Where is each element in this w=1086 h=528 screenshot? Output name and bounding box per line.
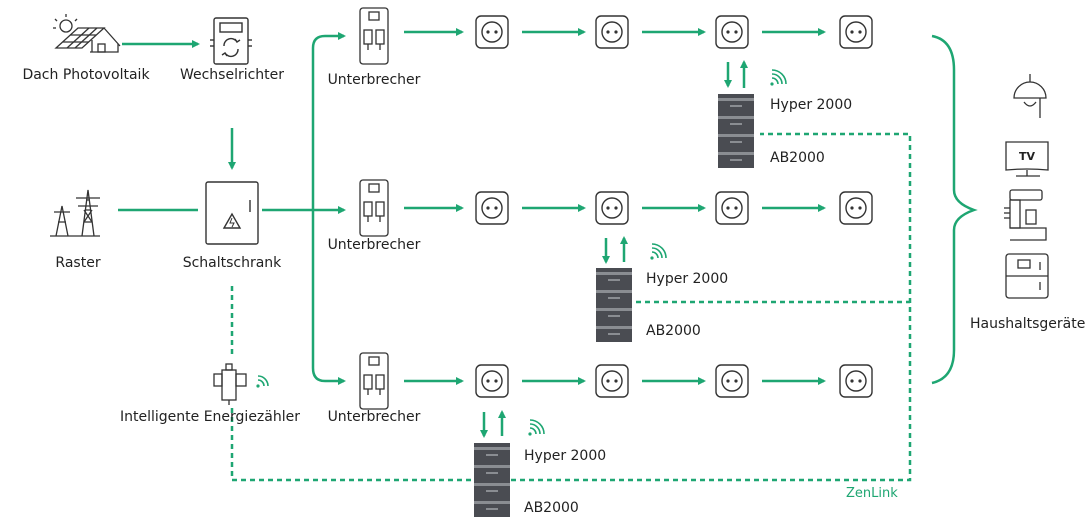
breaker-icon [359, 7, 389, 65]
inverter-icon [210, 17, 252, 65]
meter-label: Intelligente Energiezähler [120, 409, 300, 425]
battery-icon [474, 443, 510, 517]
socket-icon [839, 15, 873, 49]
power-tower-icon [50, 189, 100, 237]
socket-icon [595, 15, 629, 49]
tv-label: TV [1019, 150, 1036, 163]
battery-label: AB2000 [770, 150, 825, 166]
repeated-icons [256, 7, 873, 517]
socket-icon [715, 364, 749, 398]
coffee-machine-icon [1004, 189, 1047, 241]
hyper-label: Hyper 2000 [524, 448, 607, 464]
wifi-icon [256, 375, 269, 388]
socket-icon [475, 191, 509, 225]
breaker-icon [359, 352, 389, 410]
battery-label: AB2000 [646, 323, 701, 339]
hyper-label: Hyper 2000 [646, 271, 729, 287]
cabinet-label: Schaltschrank [182, 255, 282, 271]
battery-icon [596, 268, 632, 342]
socket-icon [595, 191, 629, 225]
zenlink-network [230, 132, 912, 482]
breaker-label: Unterbrecher [327, 237, 421, 253]
socket-icon [475, 364, 509, 398]
wifi-icon [650, 243, 667, 260]
appliances-label: Haushaltsgeräte [970, 316, 1086, 332]
socket-icon [715, 15, 749, 49]
socket-icon [475, 15, 509, 49]
battery-label: AB2000 [524, 500, 579, 516]
pv-label: Dach Photovoltaik [22, 67, 150, 83]
socket-icon [715, 191, 749, 225]
battery-icon [718, 94, 754, 168]
wifi-icon [770, 69, 787, 86]
socket-icon [839, 364, 873, 398]
wifi-icon [528, 419, 545, 436]
inverter-label: Wechselrichter [179, 67, 285, 83]
lamp-icon [1013, 74, 1047, 118]
breaker-icon [359, 179, 389, 237]
socket-icon [839, 191, 873, 225]
meter-icon [213, 363, 247, 405]
breaker-label: Unterbrecher [327, 72, 421, 88]
flow-lines [118, 28, 978, 438]
hyper-label: Hyper 2000 [770, 97, 853, 113]
socket-icon [595, 364, 629, 398]
breaker-label: Unterbrecher [327, 409, 421, 425]
tv-icon [1005, 141, 1049, 177]
cabinet-icon [205, 181, 259, 245]
fridge-icon [1005, 253, 1049, 299]
zenlink-label: ZenLink [846, 486, 898, 501]
solar-panel-icon [53, 14, 121, 53]
grid-label: Raster [55, 255, 101, 271]
